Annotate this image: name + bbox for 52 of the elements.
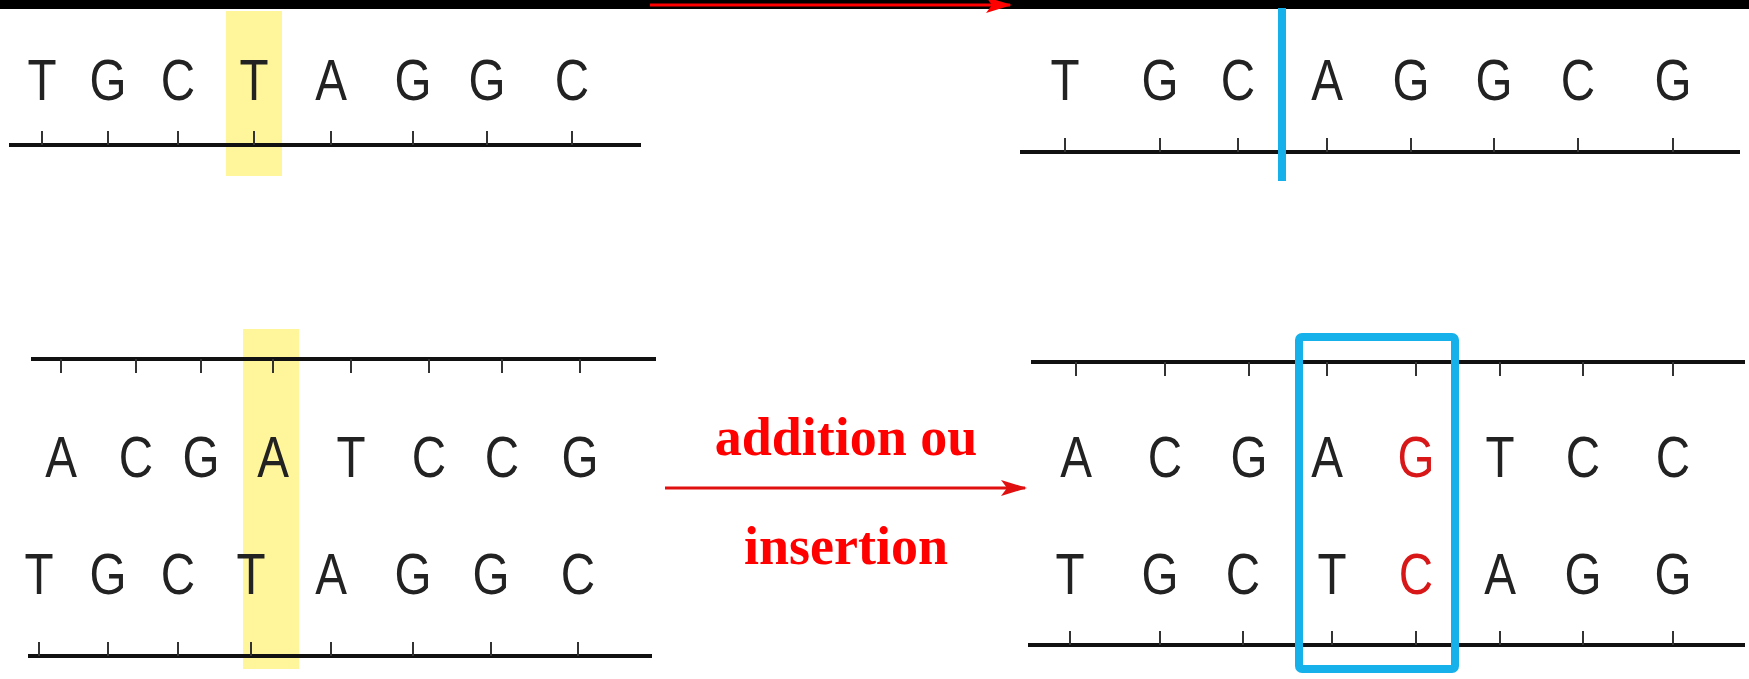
nucleotide-letter: C	[1224, 544, 1262, 604]
nucleotide-letter: C	[483, 427, 521, 487]
arrow	[665, 480, 1027, 496]
nucleotide-letter: C	[1397, 544, 1435, 604]
nucleotide-letter: G	[88, 50, 128, 110]
nucleotide-letter: C	[1219, 50, 1257, 110]
nucleotide-letter: C	[159, 50, 197, 110]
nucleotide-letter: G	[1474, 50, 1514, 110]
nucleotide-letter: G	[1653, 544, 1693, 604]
nucleotide-letter: A	[314, 544, 348, 604]
nucleotide-letter: C	[1564, 427, 1602, 487]
nucleotide-letter: C	[559, 544, 597, 604]
nucleotide-letter: T	[26, 50, 58, 110]
arrow	[650, 0, 1012, 13]
nucleotide-letter: G	[1140, 544, 1180, 604]
nucleotide-letter: A	[44, 427, 78, 487]
nucleotide-letter: G	[467, 50, 507, 110]
nucleotide-letter: A	[1310, 427, 1344, 487]
nucleotide-letter: A	[1059, 427, 1093, 487]
nucleotide-letter: G	[471, 544, 511, 604]
nucleotide-letter: G	[88, 544, 128, 604]
nucleotide-letter: T	[1316, 544, 1348, 604]
nucleotide-letter: G	[1563, 544, 1603, 604]
nucleotide-letter: G	[1653, 50, 1693, 110]
nucleotide-letter: C	[410, 427, 448, 487]
nucleotide-letter: T	[1484, 427, 1516, 487]
nucleotide-letter: G	[393, 544, 433, 604]
nucleotide-letter: C	[1146, 427, 1184, 487]
nucleotide-letter: A	[256, 427, 290, 487]
nucleotide-letter: T	[23, 544, 55, 604]
nucleotide-letter: T	[335, 427, 367, 487]
nucleotide-letter: C	[553, 50, 591, 110]
nucleotide-letter: C	[1559, 50, 1597, 110]
nucleotide-letter: T	[1054, 544, 1086, 604]
nucleotide-letter: G	[1229, 427, 1269, 487]
nucleotide-letter: T	[1049, 50, 1081, 110]
nucleotide-letter: G	[1391, 50, 1431, 110]
nucleotide-letter: G	[393, 50, 433, 110]
nucleotide-letter: A	[314, 50, 348, 110]
nucleotide-letter: C	[159, 544, 197, 604]
nucleotide-letter: C	[1654, 427, 1692, 487]
nucleotide-letter: G	[1396, 427, 1436, 487]
nucleotide-letter: A	[1310, 50, 1344, 110]
nucleotide-letter: T	[235, 544, 267, 604]
mutation-type-label: insertion	[744, 517, 948, 575]
nucleotide-letter: G	[1140, 50, 1180, 110]
nucleotide-letter: G	[181, 427, 221, 487]
nucleotide-letter: C	[117, 427, 155, 487]
mutation-type-label: addition ou	[714, 408, 978, 466]
nucleotide-letter: G	[560, 427, 600, 487]
nucleotide-letter: A	[1483, 544, 1517, 604]
nucleotide-letter: T	[238, 50, 270, 110]
